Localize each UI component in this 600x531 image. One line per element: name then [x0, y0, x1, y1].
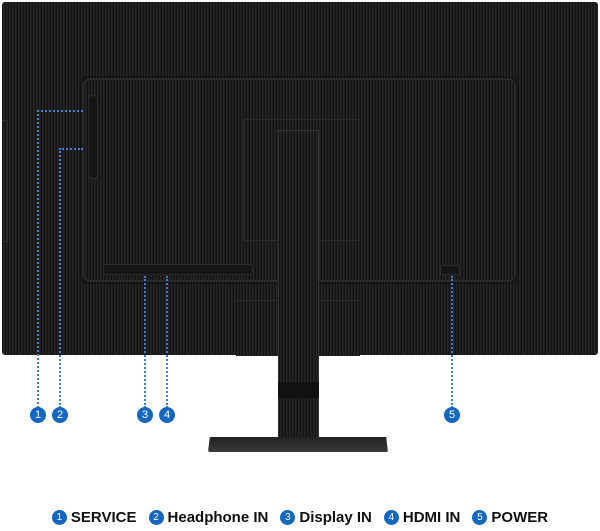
legend-label: POWER: [491, 509, 549, 526]
callout-line-2-h: [59, 148, 83, 150]
legend-label: Display IN: [299, 509, 372, 526]
legend-badge: 1: [51, 510, 67, 525]
callout-line-1-h: [37, 110, 83, 112]
callout-badge-3: 3: [137, 407, 153, 423]
callout-line-3: [144, 276, 146, 408]
callout-line-2: [59, 148, 61, 408]
callout-line-5: [451, 276, 453, 408]
side-port-strip: [88, 95, 98, 179]
monitor-side-edge: [2, 120, 8, 242]
cable-holder: [278, 382, 319, 398]
callout-line-1: [37, 110, 39, 408]
stand-base: [208, 437, 388, 452]
legend-label: HDMI IN: [402, 509, 461, 526]
callout-line-4: [166, 276, 168, 408]
callout-badge-4: 4: [159, 407, 175, 423]
legend-badge: 5: [472, 510, 488, 525]
legend-badge: 4: [383, 510, 399, 525]
callout-badge-2: 2: [52, 407, 68, 423]
power-port: [440, 265, 460, 275]
legend-badge: 2: [148, 510, 164, 525]
legend-badge: 3: [280, 510, 296, 525]
bottom-port-strip: [103, 264, 253, 275]
legend-label: Headphone IN: [167, 509, 269, 526]
callout-badge-1: 1: [30, 407, 46, 423]
legend-label: SERVICE: [70, 509, 137, 526]
callout-badge-5: 5: [444, 407, 460, 423]
